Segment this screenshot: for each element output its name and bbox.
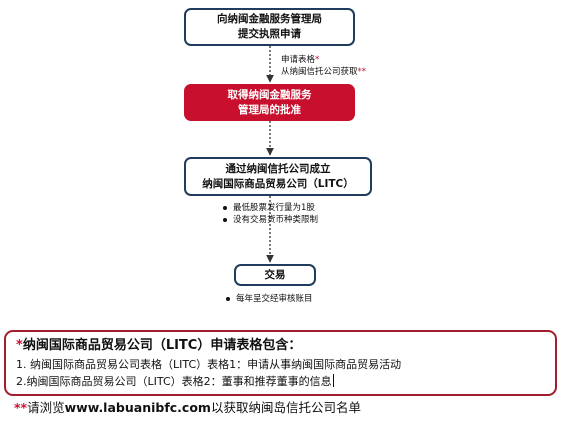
panel-title: *纳闽国际商品贸易公司（LITC）申请表格包含：	[16, 336, 545, 356]
note-line1: 申请表格	[281, 55, 316, 65]
step4-label: 交易	[264, 268, 286, 281]
step-obtain-approval: 取得纳闽金融服务 管理局的批准	[184, 84, 355, 121]
step3-bullets: 最低股票发行量为1股 没有交易货币种类限制	[222, 202, 318, 226]
step4-bullets: 每年呈交经审核账目	[225, 293, 313, 305]
footer-prefix: 请浏览	[27, 400, 65, 415]
step-submit-license-application: 向纳闽金融服务管理局 提交执照申请	[184, 8, 355, 46]
panel-row-form1: 1. 纳闽国际商品贸易公司表格（LITC）表格1：申请从事纳闽国际商品贸易活动	[16, 358, 402, 371]
flow-arrows	[266, 46, 274, 263]
step2-line1: 取得纳闽金融服务	[227, 88, 312, 101]
step-establish-litc: 通过纳闽信托公司成立 纳闽国际商品贸易公司（LITC）	[184, 157, 372, 196]
step3-line2: 纳闽国际商品贸易公司（LITC）	[202, 177, 354, 190]
note-line1-mark: *	[315, 55, 320, 65]
step1-line1: 向纳闽金融服务管理局	[217, 13, 322, 25]
footer-note: **请浏览www.labuanibfc.com以获取纳闽岛信托公司名单	[14, 399, 361, 417]
note-line2: 从纳闽信托公司获取	[281, 67, 358, 77]
footer-suffix: 以获取纳闽岛信托公司名单	[210, 400, 361, 415]
panel-row-form2-wrap: 2.纳闽国际商品贸易公司（LITC）表格2：董事和推荐董事的信息	[16, 373, 545, 390]
step-trading: 交易	[234, 264, 316, 286]
application-form-note: 申请表格* 从纳闽信托公司获取**	[281, 54, 366, 78]
footer-mark: **	[14, 400, 28, 415]
application-form-panel: *纳闽国际商品贸易公司（LITC）申请表格包含： 1. 纳闽国际商品贸易公司表格…	[4, 330, 557, 396]
footer-url-link[interactable]: www.labuanibfc.com	[64, 400, 211, 415]
note-line2-mark: **	[357, 67, 367, 77]
step1-line2: 提交执照申请	[238, 28, 301, 40]
panel-row-form2: 2.纳闽国际商品贸易公司（LITC）表格2：董事和推荐董事的信息	[16, 375, 332, 388]
panel-title-mark: *	[16, 338, 23, 353]
bullet-annual-audit: 每年呈交经审核账目	[225, 293, 313, 305]
bullet-no-currency-limit: 没有交易货币种类限制	[222, 214, 318, 226]
bullet-min-share: 最低股票发行量为1股	[222, 202, 318, 214]
step2-line2: 管理局的批准	[238, 103, 301, 116]
step3-line1: 通过纳闽信托公司成立	[225, 162, 331, 175]
panel-title-text: 纳闽国际商品贸易公司（LITC）申请表格包含：	[22, 338, 302, 353]
text-cursor	[332, 374, 334, 387]
